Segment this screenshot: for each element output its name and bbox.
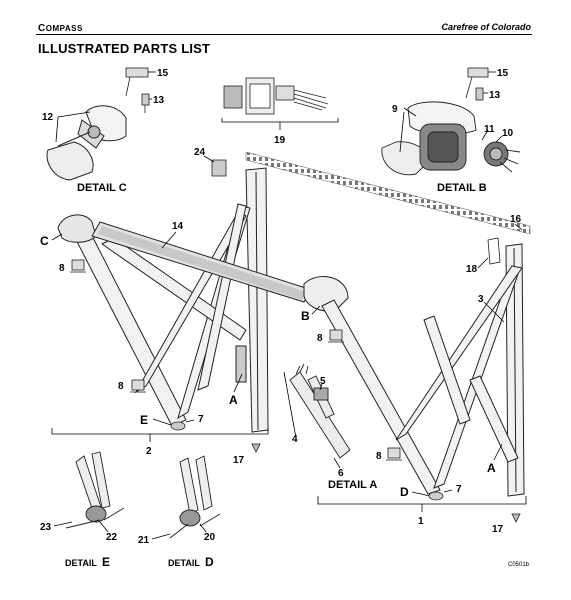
detail-c-label: DETAIL C [77,182,127,194]
callout-23: 23 [40,522,52,533]
part-8-pad-a [70,259,86,273]
header-brand: COMPASS [38,23,83,34]
part-8-pad-b [130,379,146,393]
part-7-foot-right [428,491,444,501]
page-title: ILLUSTRATED PARTS LIST [38,41,211,56]
part-16-awning-rail [245,151,531,235]
callout-8-d: 8 [376,451,382,462]
detail-a-ref-right: A [487,461,496,475]
header-brand-initial: C [38,23,46,34]
part-18-cover [487,237,501,265]
part-7-foot-left [170,421,186,431]
part-14-roller-tube [91,221,349,312]
callout-9-leaders [399,107,417,153]
callout-15-right: 15 [497,68,509,79]
header-company: Carefree of Colorado [441,22,531,32]
callout-21: 21 [138,535,150,546]
detail-c-illustration [46,105,127,181]
callout-18: 18 [466,264,478,275]
right-arm-assembly [321,243,525,497]
callout-7-right: 7 [456,484,462,495]
callout-2-bracket [51,428,269,442]
part-8-pad-d [386,447,402,461]
part-13-plug-right [475,87,484,101]
detail-b-ref: B [301,309,310,323]
callout-11: 11 [484,124,495,135]
callout-24: 24 [194,147,206,158]
callout-22: 22 [106,532,118,543]
callout-5: 5 [320,376,326,387]
part-15-switch-left [125,67,149,97]
detail-a-illustration [289,363,351,459]
callout-17-right: 17 [492,524,504,535]
callout-20: 20 [204,532,216,543]
detail-d-illustration [169,455,221,539]
part-13-plug-left [141,93,150,113]
callout-13-left: 13 [153,95,165,106]
detail-c-ref: C [40,234,49,248]
detail-d-label-prefix: DETAIL [168,558,200,568]
detail-b-illustration [381,101,521,176]
part-8-pad-c [328,329,344,343]
callout-4: 4 [292,434,298,445]
callout-19-bracket [221,118,339,130]
detail-e-ref: E [140,413,148,427]
callout-8-c: 8 [317,333,323,344]
detail-d-label-letter: D [205,555,214,569]
callout-13-right: 13 [489,90,501,101]
callout-1-bracket [317,496,527,512]
part-19-control-box [223,77,329,115]
callout-8-b: 8 [118,381,124,392]
callout-12: 12 [42,112,54,123]
detail-e-label-prefix: DETAIL [65,558,97,568]
callout-7-left: 7 [198,414,204,425]
callout-2: 2 [146,446,152,457]
callout-16: 16 [510,214,522,225]
callout-6: 6 [338,468,344,479]
callout-9: 9 [392,104,398,115]
callout-1: 1 [418,516,424,527]
callout-17-left: 17 [233,455,245,466]
callout-8-a: 8 [59,263,65,274]
detail-b-label: DETAIL B [437,182,487,194]
callout-19: 19 [274,135,286,146]
detail-a-label: DETAIL A [328,479,377,491]
detail-e-illustration [65,451,125,529]
detail-e-label-letter: E [102,555,110,569]
drawing-code: C0501b [508,562,530,568]
part-17-screw-left [251,443,261,453]
detail-d-ref: D [400,485,409,499]
part-24-bracket [211,159,227,177]
left-arm-assembly [57,167,269,433]
header-rule [36,34,532,35]
callout-14: 14 [172,221,184,232]
callout-3: 3 [478,294,484,305]
part-15-switch-right [465,67,489,99]
detail-a-ref-left: A [229,393,238,407]
callout-10: 10 [502,128,514,139]
header-brand-rest: OMPASS [45,24,83,33]
part-17-screw-right [511,513,521,523]
callout-15-left: 15 [157,68,169,79]
callout-12-leaders [55,111,91,143]
